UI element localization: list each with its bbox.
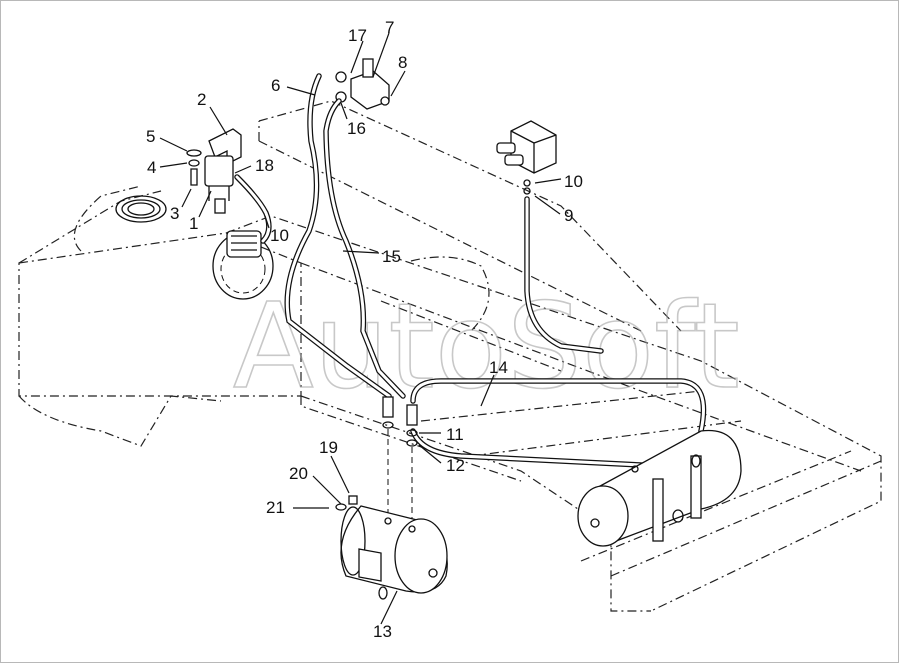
wheel-brake-assembly [212,230,274,300]
leader-lines [159,32,562,625]
callout-11: 11 [446,425,464,444]
callout-6: 6 [271,76,280,95]
callout-7: 7 [385,18,394,37]
callout-3: 3 [170,204,179,223]
callout-5: 5 [146,127,155,146]
hose-6 [284,73,392,399]
callout-20: 20 [289,464,308,483]
fittings-11-12 [382,396,418,531]
hose-14 [410,378,707,459]
callout-14: 14 [489,358,508,377]
callout-13: 13 [373,622,392,641]
valve-7 [335,58,390,110]
callout-10-right: 10 [564,172,583,191]
callout-4: 4 [147,158,156,177]
hose-right-vertical [524,196,604,354]
callout-18: 18 [255,156,274,175]
callout-17: 17 [348,26,367,45]
callout-8: 8 [398,53,407,72]
callout-1: 1 [189,214,198,233]
hose-10 [234,174,272,244]
callout-21: 21 [266,498,285,517]
callout-19: 19 [319,438,338,457]
air-tank-13 [335,495,448,600]
tank-cap [115,195,167,223]
callout-12: 12 [446,456,465,475]
callout-10-left: 10 [270,226,289,245]
callout-labels: 2 5 4 3 1 6 17 7 8 16 18 10 15 10 9 14 1… [146,18,583,641]
air-tank-rear [577,429,742,547]
callout-2: 2 [197,90,206,109]
callout-16: 16 [347,119,366,138]
valve-1 [186,128,242,214]
valve-block-right [496,120,557,195]
callout-15: 15 [382,247,401,266]
callout-9: 9 [564,206,573,225]
hose-15 [323,98,406,399]
chassis-frame [18,100,882,612]
